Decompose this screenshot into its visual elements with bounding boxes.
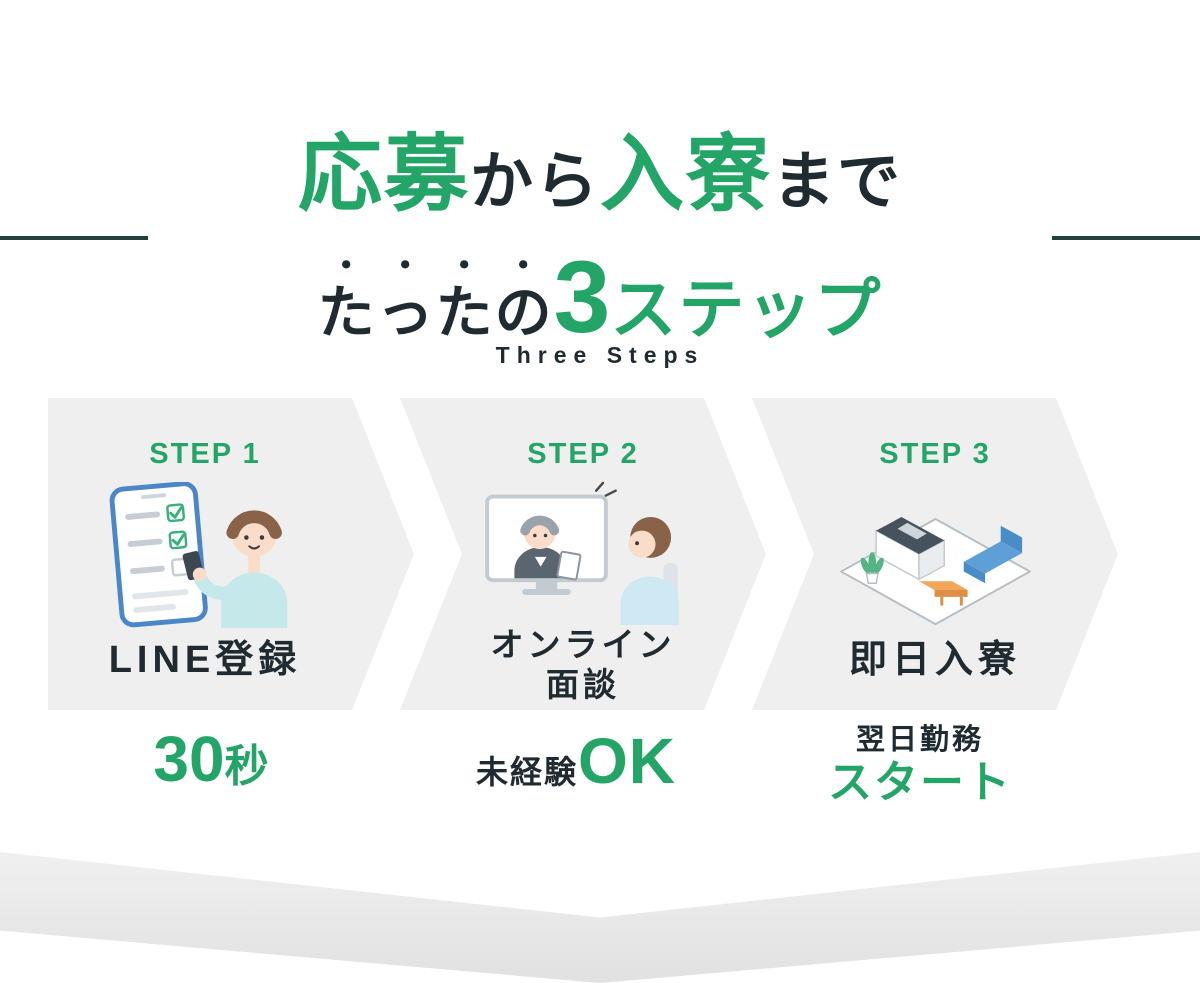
step-3-label: STEP 3 (879, 438, 991, 470)
step-2-name-line2: 面談 (546, 665, 620, 703)
step-1-highlight-unit: 秒 (224, 742, 269, 791)
page-title: 応募から入寮まで (0, 122, 1200, 227)
step-1-name: LINE登録 (108, 639, 302, 682)
smartphone-checklist-illustration (103, 482, 308, 628)
step-3-highlight: 翌日勤務 スタート (780, 722, 1060, 809)
down-arrow-band (0, 852, 1200, 983)
subtitle: たったの3ステップ (0, 246, 1200, 348)
title-part-dormitory: 入寮 (600, 127, 773, 221)
step-1-highlight: 30秒 (66, 724, 356, 794)
title-part-from: から (470, 147, 600, 217)
step-panel-2: STEP 2 オンライン面談 (400, 398, 766, 710)
title-part-until: まで (772, 147, 903, 217)
step-2-name-line1: オンライン (490, 626, 676, 663)
step-2-highlight-prefix: 未経験 (475, 754, 578, 790)
step-1-label: STEP 1 (149, 438, 261, 470)
step-3-illustration-wrap (833, 479, 1038, 631)
step-2-highlight-ok: OK (578, 725, 676, 797)
step-2-highlight: 未経験OK (446, 726, 706, 796)
subtitle-english: Three Steps (495, 342, 705, 368)
step-1-illustration-wrap (103, 479, 308, 631)
online-interview-illustration (481, 479, 686, 625)
divider-left (0, 236, 148, 240)
subtitle-emphasized-text: たったの (317, 281, 554, 345)
step-2-illustration-wrap (481, 479, 686, 625)
title-part-apply: 応募 (297, 127, 470, 221)
step-1-highlight-number: 30 (153, 723, 225, 795)
subtitle-number-3: 3 (553, 240, 611, 354)
step-panel-1: STEP 1 (48, 398, 414, 710)
step-3-name: 即日入寮 (848, 639, 1021, 682)
furnished-room-illustration (833, 482, 1038, 628)
divider-right (1052, 236, 1200, 240)
step-3-highlight-line1: 翌日勤務 (855, 724, 984, 756)
step-2-label: STEP 2 (527, 438, 639, 470)
step-2-name: オンライン面談 (491, 625, 676, 704)
step-panel-3: STEP 3 即日入寮 (752, 398, 1118, 710)
step-3-highlight-line2: スタート (828, 758, 1012, 808)
subtitle-steps-word: ステップ (610, 272, 883, 346)
